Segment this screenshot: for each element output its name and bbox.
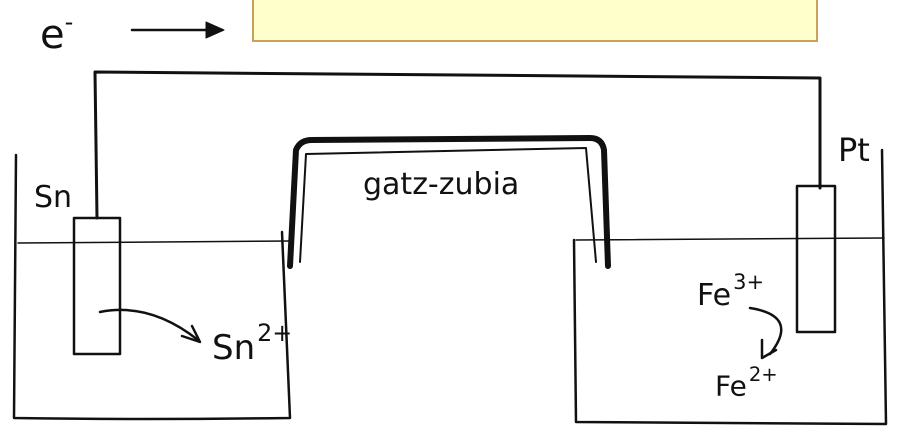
electron-charge: -: [64, 8, 74, 36]
fe2-ion-base: Fe: [715, 369, 747, 403]
external-wire: [93, 70, 822, 220]
pt-electrode-label: Pt: [838, 131, 870, 169]
pt-electrode: [795, 184, 837, 334]
right-beaker: [572, 148, 888, 426]
sn2-ion-base: Sn: [212, 327, 256, 368]
left-beaker: [12, 153, 292, 421]
sn-electrode: [72, 216, 122, 356]
fe3-ion-base: Fe: [697, 277, 732, 313]
sn-oxidation-arrow: [98, 308, 200, 342]
fe3-ion-charge: 3+: [733, 270, 765, 294]
salt-bridge-label: gatz-zubia: [363, 166, 563, 204]
electron-symbol: e: [40, 12, 65, 58]
fe-reduction-arrow: [748, 306, 783, 356]
sn2-ion-label: Sn2+: [212, 319, 293, 368]
sn-electrode-label: Sn: [34, 180, 73, 215]
fe3-ion-label: Fe3+: [697, 272, 764, 311]
right-solution-surface: [575, 237, 885, 241]
fe-reduction-arrowhead: [760, 338, 778, 360]
sn2-ion-charge: 2+: [257, 319, 293, 347]
electron-label: e-: [40, 10, 73, 55]
electron-flow-arrowhead: [205, 21, 225, 39]
sn-oxidation-arrowhead: [180, 324, 202, 344]
left-solution-surface: [17, 240, 291, 244]
caption-box: [252, 0, 818, 42]
fe2-ion-charge: 2+: [748, 363, 778, 386]
salt-bridge: [287, 135, 611, 269]
